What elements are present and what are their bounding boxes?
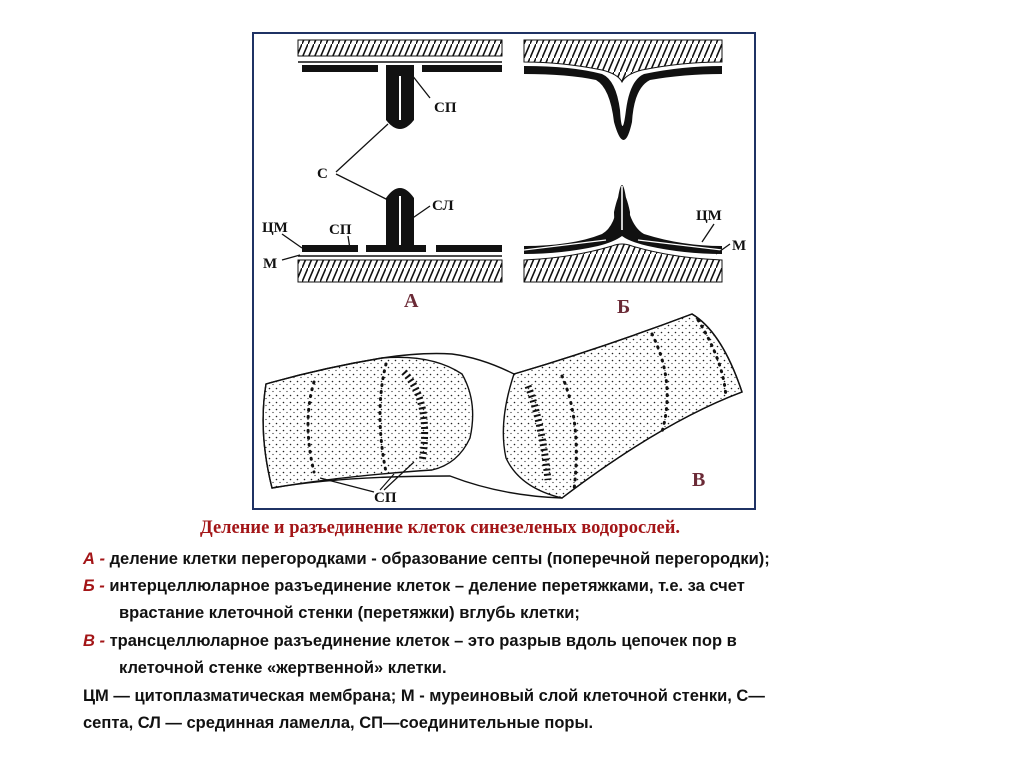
label-cm-b: ЦМ — [696, 208, 722, 224]
label-sp-v: СП — [374, 490, 397, 506]
caption-text-v2: клеточной стенке «жертвенной» клетки. — [119, 659, 447, 677]
caption-text-b2: врастание клеточной стенки (перетяжки) в… — [119, 604, 580, 622]
caption-text-a: деление клетки перегородками - образован… — [105, 550, 770, 568]
label-cm-a: ЦМ — [262, 220, 288, 236]
panel-letter-a: А — [404, 290, 419, 312]
panel-letter-v: В — [692, 469, 705, 491]
label-sp-top: СП — [434, 100, 457, 116]
caption-key-v: В - — [83, 632, 105, 650]
panel-letter-b: Б — [617, 296, 630, 318]
legend-line-2: септа, СЛ — срединная ламелла, СП—соедин… — [83, 714, 594, 732]
caption-line-v1: В - трансцеллюларное разъединение клеток… — [83, 632, 983, 651]
caption-text-b1: интерцеллюларное разъединение клеток – д… — [104, 577, 745, 595]
cell-division-figure: СП С СЛ ЦМ СП М ЦМ М СП А Б В — [262, 39, 746, 506]
caption-key-b: Б - — [83, 577, 105, 595]
caption-text-v1: трансцеллюларное разъединение клеток – э… — [105, 632, 737, 650]
label-sp-a: СП — [329, 222, 352, 238]
panel-b-diagram — [523, 39, 731, 283]
label-m-b: М — [732, 238, 746, 254]
label-sl: СЛ — [432, 198, 454, 214]
legend-line-1: ЦМ — цитоплазматическая мембрана; М - му… — [83, 687, 765, 705]
panel-v-diagram — [262, 313, 743, 499]
caption-title: Деление и разъединение клеток синезелены… — [200, 518, 681, 538]
caption-key-a: А - — [83, 550, 105, 568]
figure-frame: СП С СЛ ЦМ СП М ЦМ М СП А Б В — [252, 32, 756, 510]
panel-a-diagram — [281, 39, 503, 283]
label-s: С — [317, 166, 328, 182]
caption-line-b1: Б - интерцеллюларное разъединение клеток… — [83, 577, 983, 596]
label-m-a: М — [263, 256, 277, 272]
caption-line-a: А - деление клетки перегородками - образ… — [83, 550, 983, 569]
